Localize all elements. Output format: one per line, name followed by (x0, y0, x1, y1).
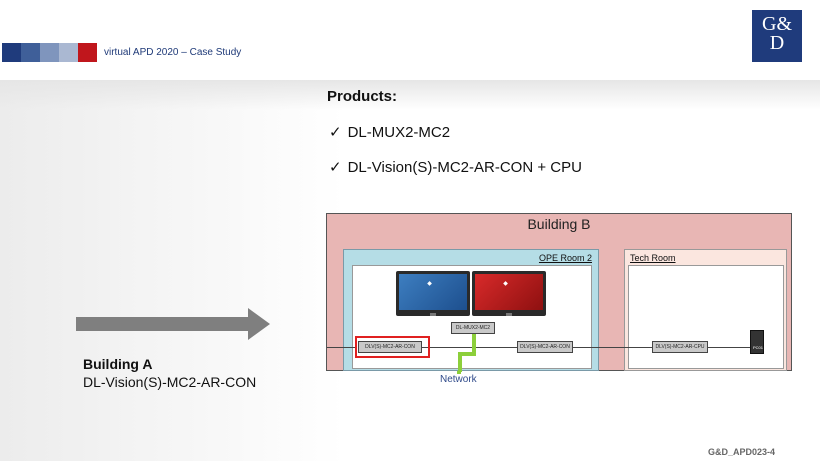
logo-line1: G& (762, 13, 792, 35)
tech-room-title: Tech Room (630, 253, 676, 263)
monitor-stand (506, 313, 512, 316)
link-line (422, 347, 517, 348)
monitor-logo-icon: ◆ (427, 281, 432, 287)
monitor-screen (475, 274, 543, 310)
square-1 (2, 43, 21, 62)
product-label: DL-Vision(S)-MC2-AR-CON + CPU (347, 159, 582, 176)
check-icon: ✓ (329, 124, 342, 141)
pc-label: PC01 (753, 345, 764, 350)
check-icon: ✓ (329, 159, 342, 176)
monitor-stand (430, 313, 436, 316)
monitor-logo-icon: ◆ (503, 281, 508, 287)
pc-tower-icon: PC01 (750, 330, 764, 354)
square-5 (78, 43, 97, 62)
con-device-right: DLV(S)-MC2-AR-CON (517, 341, 573, 353)
link-line (707, 347, 751, 348)
building-b-diagram: Building B OPE Room 2 Tech Room ◆ ◆ DL-M… (326, 213, 792, 372)
product-item: ✓ DL-MUX2-MC2 (329, 123, 450, 141)
square-4 (59, 43, 78, 62)
mux-device: DL-MUX2-MC2 (451, 322, 495, 334)
content-shadow (0, 80, 820, 110)
header: virtual APD 2020 – Case Study G& D (0, 0, 820, 80)
arrow-right-icon (76, 308, 270, 340)
network-cable (458, 352, 474, 356)
square-2 (21, 43, 40, 62)
link-line (327, 347, 357, 348)
network-cable (472, 334, 476, 356)
monitor-right: ◆ (472, 271, 546, 316)
monitor-left: ◆ (396, 271, 470, 316)
products-title: Products: (327, 88, 398, 105)
slide-code: G&D_APD023-4 (708, 447, 776, 457)
color-squares (2, 43, 97, 62)
con-device-left: DLV(S)-MC2-AR-CON (358, 341, 422, 353)
monitor-screen (399, 274, 467, 310)
gd-logo: G& D (752, 10, 802, 62)
link-line (572, 347, 652, 348)
ope-room-title: OPE Room 2 (538, 253, 592, 263)
cpu-device: DLV(S)-MC2-AR-CPU (652, 341, 708, 353)
highlight-frame (355, 336, 430, 358)
product-item: ✓ DL-Vision(S)-MC2-AR-CON + CPU (329, 158, 582, 176)
product-label: DL-MUX2-MC2 (347, 124, 451, 141)
network-label: Network (440, 374, 477, 385)
building-b-title: Building B (527, 216, 591, 232)
network-cable (457, 371, 461, 374)
building-a-title: Building A (83, 356, 153, 372)
square-3 (40, 43, 59, 62)
network-cable (458, 354, 462, 372)
header-title: virtual APD 2020 – Case Study (104, 47, 242, 58)
building-a-device: DL-Vision(S)-MC2-AR-CON (83, 374, 257, 390)
logo-line2: D (769, 32, 785, 54)
